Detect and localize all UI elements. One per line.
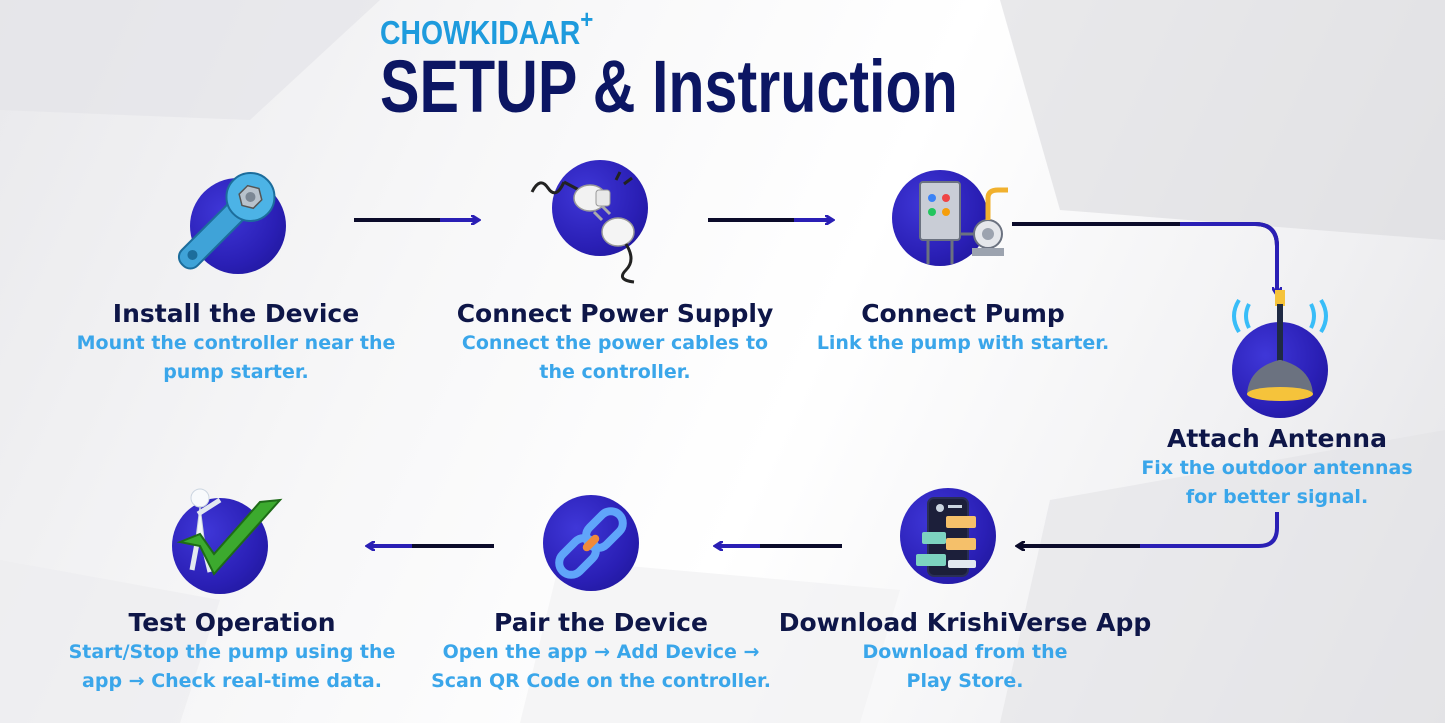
step-desc-line1: Connect the power cables to (461, 332, 769, 354)
step-install-device: Install the Device Mount the controller … (60, 299, 412, 387)
power-plug-icon (530, 171, 635, 284)
step-desc-line1: Open the app → Add Device → (442, 641, 760, 663)
brand-plus: + (580, 4, 594, 34)
mobile-app-icon (916, 497, 976, 577)
step-pair-device: Pair the Device Open the app → Add Devic… (410, 608, 792, 696)
step-desc-line1: Mount the controller near the (76, 332, 396, 354)
wrench-icon (177, 171, 276, 270)
step-download-app: Download KrishiVerse App Download from t… (770, 608, 1160, 696)
step-antenna-icon-circle (1232, 290, 1328, 418)
step-desc-line1: Fix the outdoor antennas (1141, 457, 1413, 479)
step-desc-line1: Download from the (862, 641, 1068, 663)
step-desc-line1: Start/Stop the pump using the (68, 641, 396, 663)
step-title: Download KrishiVerse App (778, 608, 1152, 637)
page-title: SETUP & Instruction (380, 45, 958, 128)
step-desc-line2: app → Check real-time data. (82, 670, 382, 692)
header: CHOWKIDAAR+ SETUP & Instruction (380, 4, 1102, 128)
step-pump-icon-circle (892, 170, 1008, 266)
step-title: Pair the Device (494, 608, 708, 637)
step-connect-pump: Connect Pump Link the pump with starter. (790, 299, 1136, 358)
step-title: Attach Antenna (1167, 424, 1387, 453)
step-pair-icon-circle (543, 495, 639, 591)
step-desc-line2: for better signal. (1185, 486, 1369, 508)
arrow-step4-to-step5 (1018, 512, 1279, 546)
step-desc-line2: Play Store. (906, 670, 1024, 692)
step-app-icon-circle (900, 488, 996, 584)
step-test-icon-circle (172, 488, 283, 594)
check-mark-icon (176, 488, 283, 576)
arrow-step3-to-step4 (1012, 222, 1277, 294)
step-power-icon-circle (530, 160, 648, 284)
step-connect-power: Connect Power Supply Connect the power c… (420, 299, 810, 387)
step-test-operation: Test Operation Start/Stop the pump using… (50, 608, 414, 696)
step-title: Test Operation (128, 608, 336, 637)
step-desc-line2: Scan QR Code on the controller. (431, 670, 771, 692)
step-title: Connect Power Supply (456, 299, 774, 328)
step-install-icon-circle (177, 171, 286, 274)
step-desc-line1: Link the pump with starter. (816, 332, 1110, 354)
antenna-icon (1232, 290, 1328, 401)
step-title: Install the Device (112, 299, 360, 328)
chain-link-icon (555, 507, 627, 579)
step-desc-line2: pump starter. (163, 361, 309, 383)
step-title: Connect Pump (861, 299, 1065, 328)
step-attach-antenna: Attach Antenna Fix the outdoor antennas … (1107, 424, 1445, 512)
brand-name: CHOWKIDAAR+ (380, 4, 594, 51)
step-desc-line2: the controller. (539, 361, 691, 383)
pump-starter-icon (919, 181, 1008, 264)
